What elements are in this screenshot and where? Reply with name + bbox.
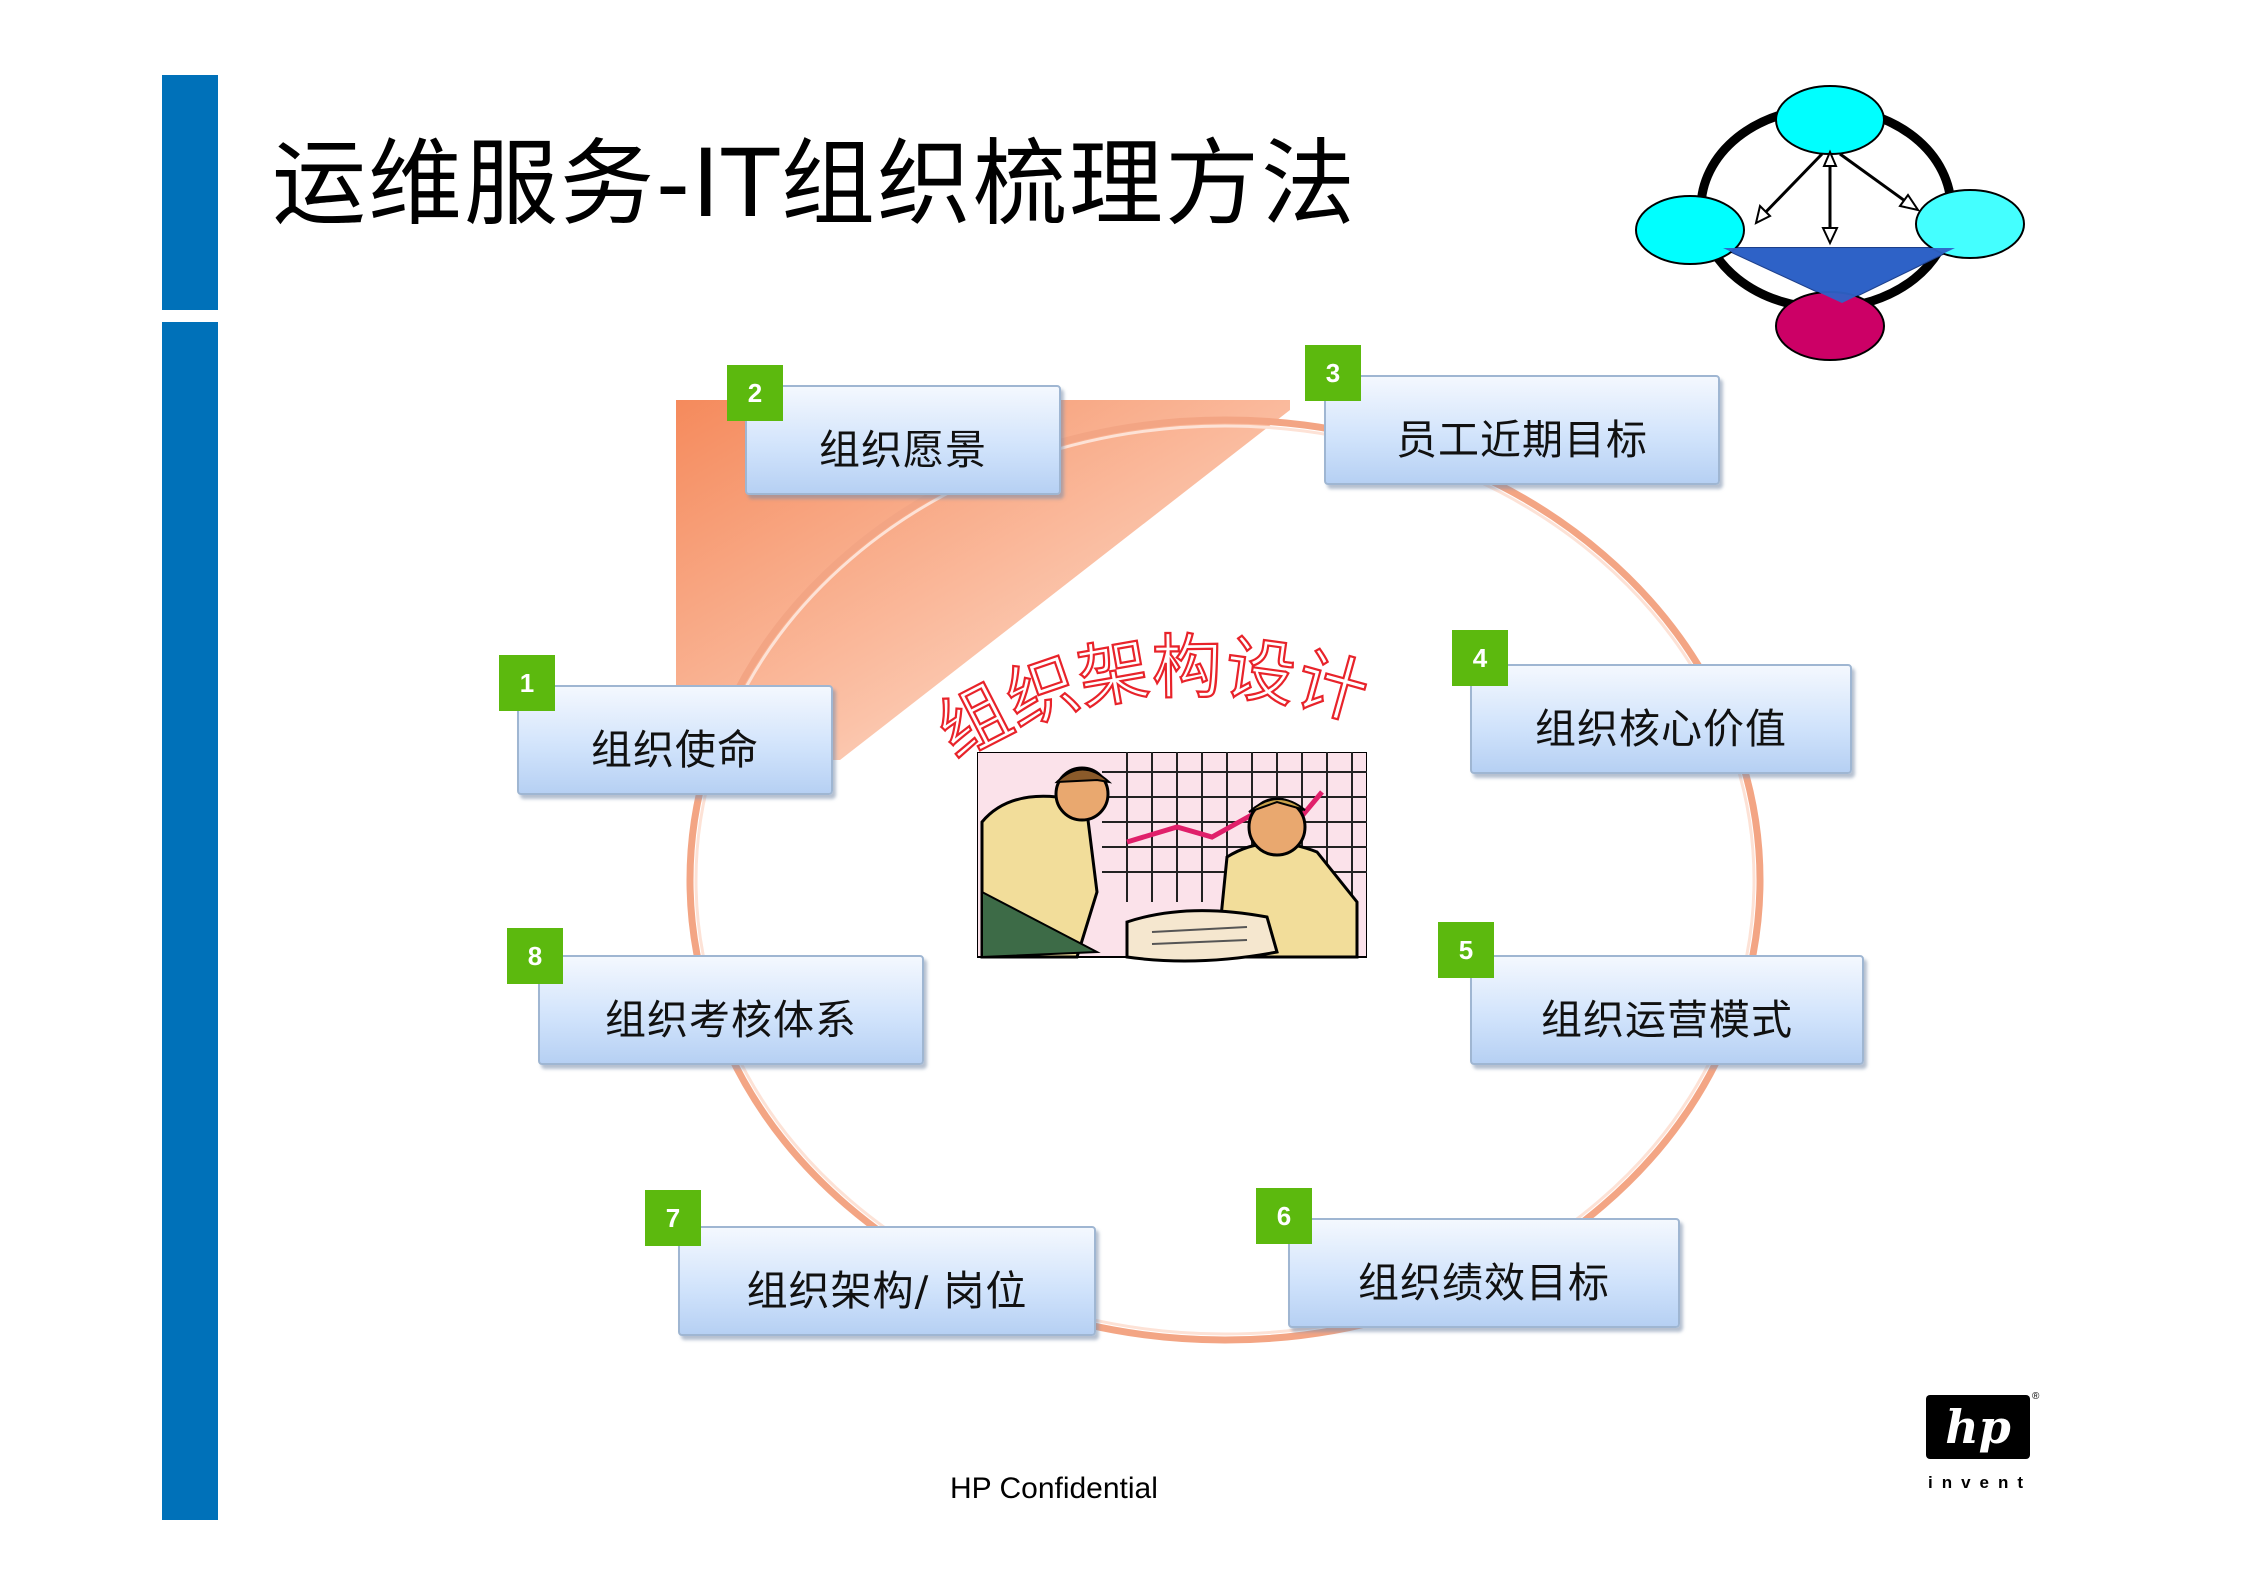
step-badge-2: 2 xyxy=(727,365,783,421)
center-title-text: 组织架构设计 xyxy=(925,626,1377,770)
step-badge-1: 1 xyxy=(499,655,555,711)
step-label-6: 组织绩效目标 xyxy=(1358,1259,1610,1307)
step-label-7: 组织架构/ 岗位 xyxy=(746,1267,1028,1315)
step-box-6: 组织绩效目标 xyxy=(1288,1218,1680,1328)
step-badge-4: 4 xyxy=(1452,630,1508,686)
hp-logo: hp ® invent xyxy=(1926,1391,2039,1501)
step-badge-5: 5 xyxy=(1438,922,1494,978)
step-badge-8: 8 xyxy=(507,928,563,984)
footer-confidential: HP Confidential xyxy=(950,1472,1158,1505)
step-badge-3: 3 xyxy=(1305,345,1361,401)
step-box-7: 组织架构/ 岗位 xyxy=(678,1226,1096,1336)
cycle-ring-outline xyxy=(686,416,1764,1344)
step-box-3: 员工近期目标 xyxy=(1324,375,1720,485)
left-accent-bar-top xyxy=(162,75,218,310)
left-accent-bar-bottom xyxy=(162,322,218,1520)
step-badge-7: 7 xyxy=(645,1190,701,1246)
network-diagram-icon xyxy=(1635,85,2025,361)
step-label-3: 员工近期目标 xyxy=(1396,416,1648,464)
hp-logo-tagline: invent xyxy=(1928,1473,2033,1492)
step-box-5: 组织运营模式 xyxy=(1470,955,1864,1065)
step-badge-6: 6 xyxy=(1256,1188,1312,1244)
step-label-8: 组织考核体系 xyxy=(605,996,857,1044)
step-box-2: 组织愿景 xyxy=(745,385,1061,495)
slide-title: 运维服务-IT组织梳理方法 xyxy=(272,130,1358,239)
step-box-8: 组织考核体系 xyxy=(538,955,924,1065)
registered-mark-icon: ® xyxy=(2032,1391,2040,1402)
hp-logo-text: hp xyxy=(1945,1400,2011,1454)
step-label-2: 组织愿景 xyxy=(819,426,987,474)
center-title: 组织架构设计 xyxy=(925,625,1378,770)
step-label-4: 组织核心价值 xyxy=(1535,705,1787,753)
meeting-clipart xyxy=(977,752,1367,963)
step-label-5: 组织运营模式 xyxy=(1541,996,1793,1044)
step-label-1: 组织使命 xyxy=(591,726,759,774)
hp-logo-mark: hp xyxy=(1926,1395,2030,1459)
step-box-4: 组织核心价值 xyxy=(1470,664,1852,774)
step-box-1: 组织使命 xyxy=(517,685,833,795)
